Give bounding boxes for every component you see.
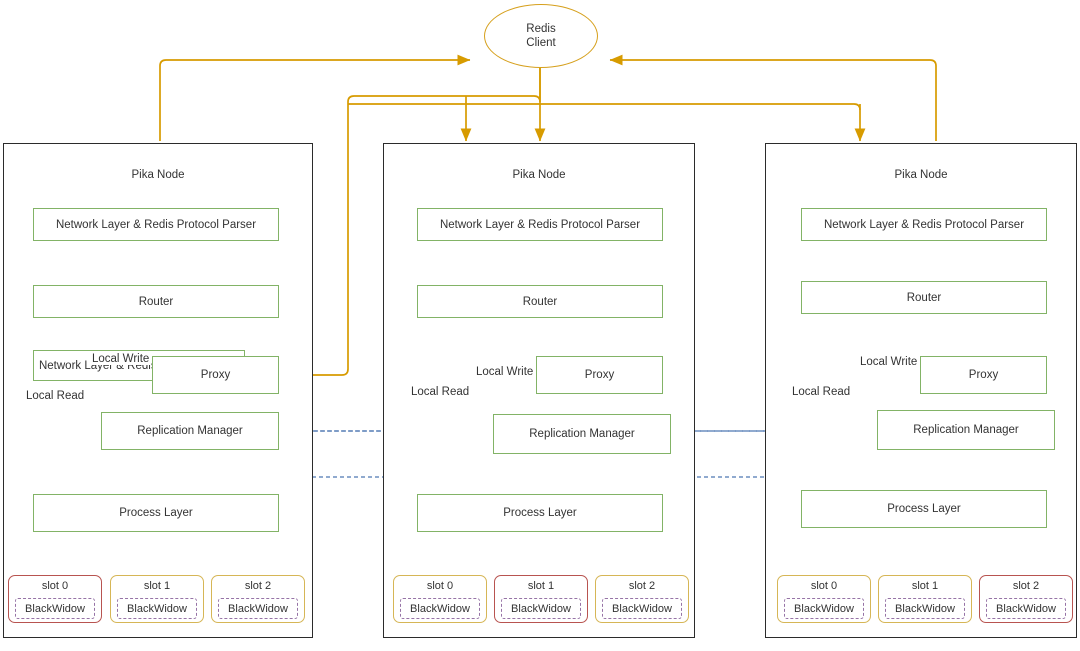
- redis-client-label-line2: Client: [526, 37, 556, 49]
- node-2-proxy-label: Proxy: [584, 369, 615, 381]
- node-1-replication-manager-label: Replication Manager: [137, 425, 243, 437]
- node-3-process-layer-label: Process Layer: [887, 503, 961, 515]
- node-3-local-write-label: Local Write: [858, 356, 920, 368]
- node-1-router[interactable]: Router: [33, 285, 279, 318]
- node-1-local-read-label: Local Read: [24, 390, 87, 402]
- node-1-slot-1[interactable]: slot 1 BlackWidow: [110, 575, 204, 623]
- pika-node-3-title: Pika Node: [894, 169, 948, 181]
- redis-client-label-line1: Redis: [526, 23, 556, 35]
- node-2-slot-2-engine: BlackWidow: [602, 598, 682, 619]
- node-3-slot-2[interactable]: slot 2 BlackWidow: [979, 575, 1073, 623]
- node-3-slot-1[interactable]: slot 1 BlackWidow: [878, 575, 972, 623]
- node1-to-client: [159, 54, 471, 141]
- node-1-process-layer[interactable]: Process Layer: [33, 494, 279, 532]
- node-2-network-box[interactable]: Network Layer & Redis Protocol Parser: [417, 208, 663, 241]
- node-3-network-label: Network Layer & Redis Protocol Parser: [823, 218, 1025, 231]
- node-1-router-label: Router: [138, 295, 174, 308]
- node-1-slot-2-title: slot 2: [244, 580, 272, 592]
- node-1-slot-0[interactable]: slot 0 BlackWidow: [8, 575, 102, 623]
- node-2-replication-manager-label: Replication Manager: [529, 428, 635, 440]
- node-1-network-box[interactable]: Network Layer & Redis Protocol Parser: [33, 208, 279, 241]
- node-2-proxy[interactable]: Proxy: [536, 356, 663, 394]
- node-2-slot-1-title: slot 1: [527, 580, 555, 592]
- node-3-router[interactable]: Router: [801, 281, 1047, 314]
- node-3-slot-0-engine: BlackWidow: [784, 598, 864, 619]
- node-3-replication-manager-label: Replication Manager: [913, 424, 1019, 436]
- node-3-network-box[interactable]: Network Layer & Redis Protocol Parser: [801, 208, 1047, 241]
- node-2-replication-manager[interactable]: Replication Manager: [493, 414, 671, 454]
- node-2-slot-1-engine: BlackWidow: [501, 598, 581, 619]
- redis-client-node[interactable]: Redis Client: [484, 4, 598, 68]
- node-2-router-label: Router: [522, 295, 558, 308]
- node-2-process-layer-label: Process Layer: [503, 507, 577, 519]
- node-3-slot-0-title: slot 0: [810, 580, 838, 592]
- node-3-slot-1-title: slot 1: [911, 580, 939, 592]
- node-3-proxy-label: Proxy: [968, 369, 999, 381]
- node-2-local-read-label: Local Read: [409, 386, 472, 398]
- node-2-slot-0[interactable]: slot 0 BlackWidow: [393, 575, 487, 623]
- node-1-process-layer-label: Process Layer: [119, 507, 193, 519]
- pika-node-2-title: Pika Node: [512, 169, 566, 181]
- node-3-slot-2-title: slot 2: [1012, 580, 1040, 592]
- node-3-proxy[interactable]: Proxy: [920, 356, 1047, 394]
- node-1-slot-0-title: slot 0: [41, 580, 69, 592]
- node-3-slot-0[interactable]: slot 0 BlackWidow: [777, 575, 871, 623]
- pika-node-1-title: Pika Node: [131, 169, 185, 181]
- node-2-process-layer[interactable]: Process Layer: [417, 494, 663, 532]
- node-1-slot-2[interactable]: slot 2 BlackWidow: [211, 575, 305, 623]
- node-1-local-write-label: Local Write: [90, 353, 152, 365]
- node-2-slot-0-title: slot 0: [426, 580, 454, 592]
- node-1-proxy-label: Proxy: [200, 369, 231, 381]
- node-2-slot-2[interactable]: slot 2 BlackWidow: [595, 575, 689, 623]
- node-1-network-label: Network Layer & Redis Protocol Parser: [55, 218, 257, 231]
- node-2-slot-0-engine: BlackWidow: [400, 598, 480, 619]
- node-1-slot-1-engine: BlackWidow: [117, 598, 197, 619]
- client-rail-right: [348, 103, 861, 111]
- node-1-slot-1-title: slot 1: [143, 580, 171, 592]
- node-3-slot-2-engine: BlackWidow: [986, 598, 1066, 619]
- node-3-process-layer[interactable]: Process Layer: [801, 490, 1047, 528]
- node-1-slot-0-engine: BlackWidow: [15, 598, 95, 619]
- node-2-slot-2-title: slot 2: [628, 580, 656, 592]
- node-3-router-label: Router: [906, 291, 942, 304]
- node-1-slot-2-engine: BlackWidow: [218, 598, 298, 619]
- node-2-router[interactable]: Router: [417, 285, 663, 318]
- node-2-slot-1[interactable]: slot 1 BlackWidow: [494, 575, 588, 623]
- node3-to-client: [609, 54, 937, 141]
- node-3-slot-1-engine: BlackWidow: [885, 598, 965, 619]
- node-3-local-read-label: Local Read: [790, 386, 853, 398]
- node-1-proxy[interactable]: Proxy: [152, 356, 279, 394]
- node-3-replication-manager[interactable]: Replication Manager: [877, 410, 1055, 450]
- node-1-replication-manager[interactable]: Replication Manager: [101, 412, 279, 450]
- node-2-local-write-label: Local Write: [474, 366, 536, 378]
- node-2-network-label: Network Layer & Redis Protocol Parser: [439, 218, 641, 231]
